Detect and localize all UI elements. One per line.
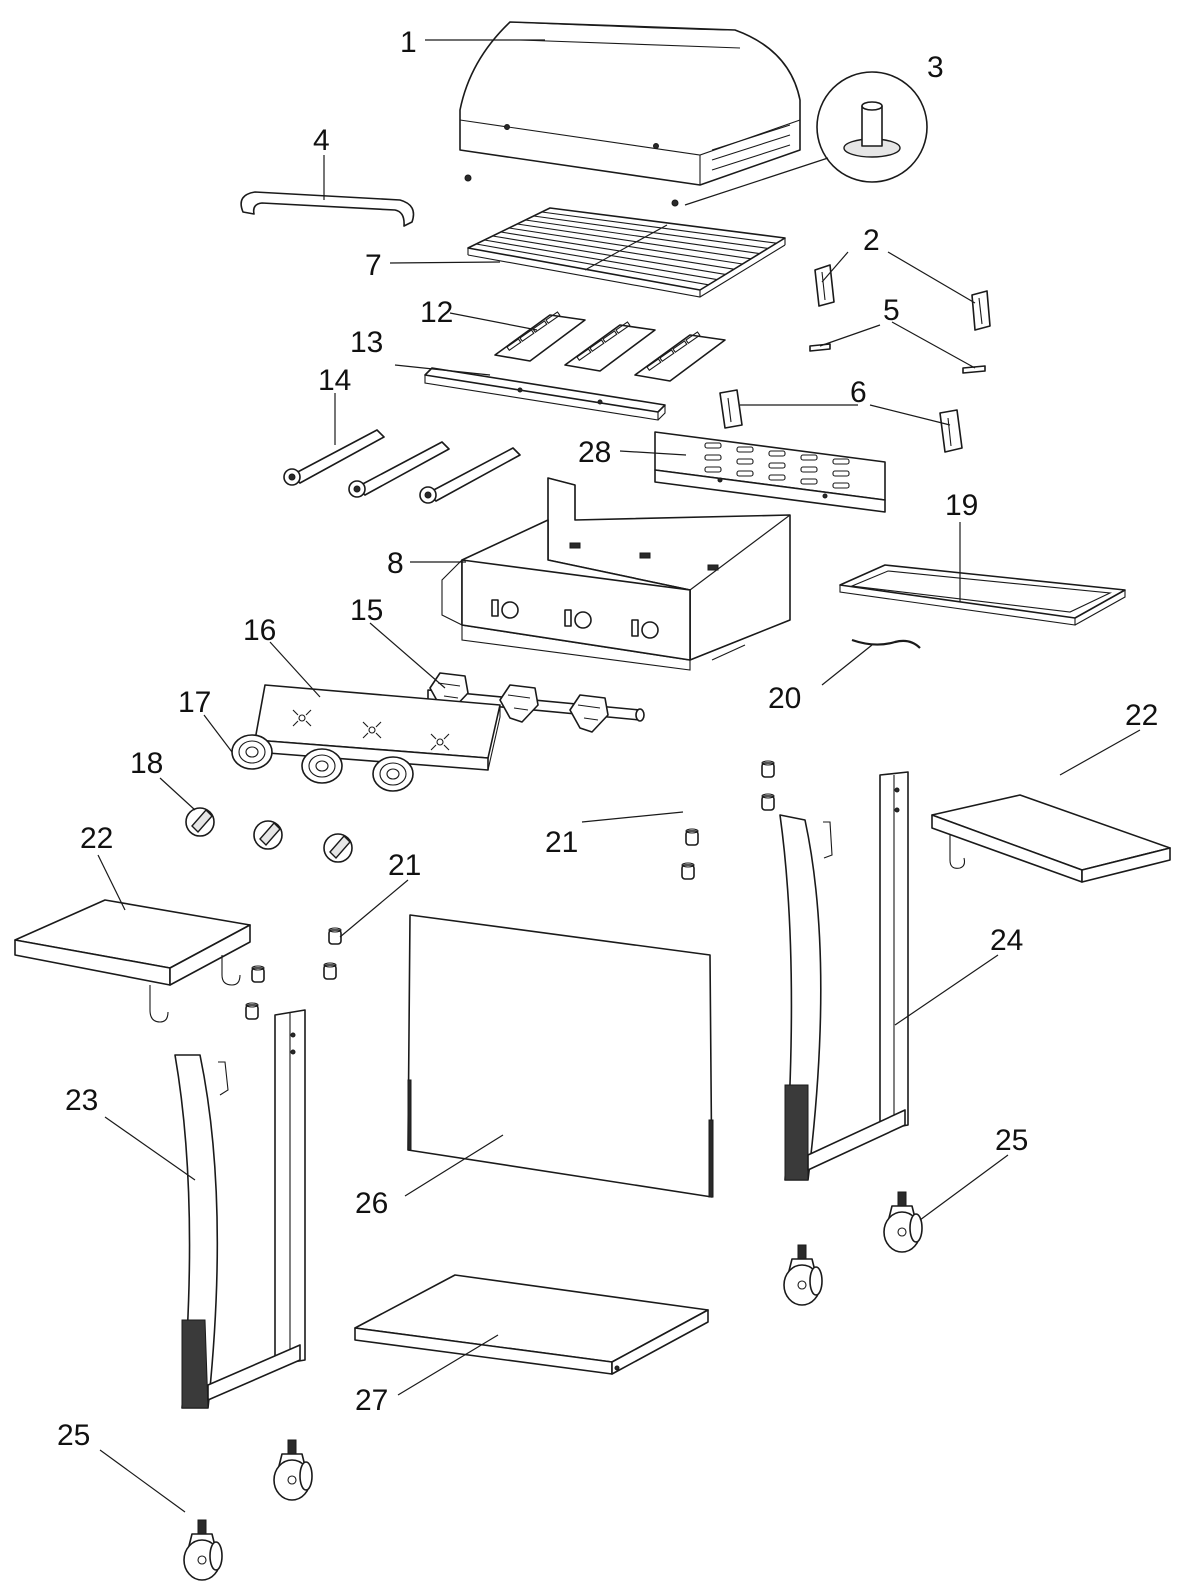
callout-21-left: 21 bbox=[388, 849, 421, 882]
part-burner-rail bbox=[424, 367, 666, 421]
callout-12: 12 bbox=[420, 296, 453, 329]
callout-27: 27 bbox=[355, 1384, 388, 1417]
callout-13: 13 bbox=[350, 326, 383, 359]
part-knobs bbox=[185, 807, 353, 863]
callout-1: 1 bbox=[400, 26, 417, 59]
callout-6: 6 bbox=[850, 376, 867, 409]
callout-15: 15 bbox=[350, 594, 383, 627]
callout-20: 20 bbox=[768, 682, 801, 715]
callout-22-left: 22 bbox=[80, 822, 113, 855]
part-bottom-shelf bbox=[354, 1274, 709, 1375]
callout-2: 2 bbox=[863, 224, 880, 257]
part-firebox bbox=[441, 477, 791, 671]
part-side-shelf-left bbox=[14, 899, 251, 1023]
callout-7: 7 bbox=[365, 249, 382, 282]
callout-21-right: 21 bbox=[545, 826, 578, 859]
callout-14: 14 bbox=[318, 364, 351, 397]
callout-18: 18 bbox=[130, 747, 163, 780]
callout-4: 4 bbox=[313, 124, 330, 157]
part-cooking-grate bbox=[467, 207, 786, 298]
part-side-shelf-right bbox=[931, 794, 1171, 883]
callout-25-right: 25 bbox=[995, 1124, 1028, 1157]
leader-lines bbox=[97, 39, 1141, 1513]
part-bracket-right bbox=[971, 290, 991, 331]
callout-26: 26 bbox=[355, 1187, 388, 1220]
part-thermometer bbox=[684, 71, 928, 206]
callout-3: 3 bbox=[927, 51, 944, 84]
callout-5: 5 bbox=[883, 294, 900, 327]
part-burners bbox=[283, 429, 521, 504]
callout-8: 8 bbox=[387, 547, 404, 580]
callout-22-right: 22 bbox=[1125, 699, 1158, 732]
part-handle bbox=[240, 191, 415, 227]
callout-24: 24 bbox=[990, 924, 1023, 957]
part-casters bbox=[183, 1191, 923, 1581]
callout-28: 28 bbox=[578, 436, 611, 469]
callout-16: 16 bbox=[243, 614, 276, 647]
callout-25-left: 25 bbox=[57, 1419, 90, 1452]
callout-19: 19 bbox=[945, 489, 978, 522]
callout-17: 17 bbox=[178, 686, 211, 719]
callout-labels: 1 2 3 4 5 6 7 8 12 13 14 15 16 17 18 19 … bbox=[57, 26, 1158, 1452]
part-front-panel bbox=[407, 914, 714, 1198]
part-screws bbox=[809, 343, 986, 374]
part-spacers bbox=[245, 760, 775, 1020]
part-leg-frame-left bbox=[174, 1009, 306, 1409]
callout-23: 23 bbox=[65, 1084, 98, 1117]
part-wire bbox=[851, 638, 921, 649]
part-leg-frame-right bbox=[779, 771, 909, 1181]
part-heat-shields bbox=[494, 311, 726, 382]
part-bracket-left bbox=[814, 264, 835, 307]
part-grease-tray bbox=[839, 564, 1126, 626]
part-clips bbox=[719, 389, 963, 453]
part-lid bbox=[459, 21, 801, 207]
part-rear-panel bbox=[654, 431, 886, 513]
